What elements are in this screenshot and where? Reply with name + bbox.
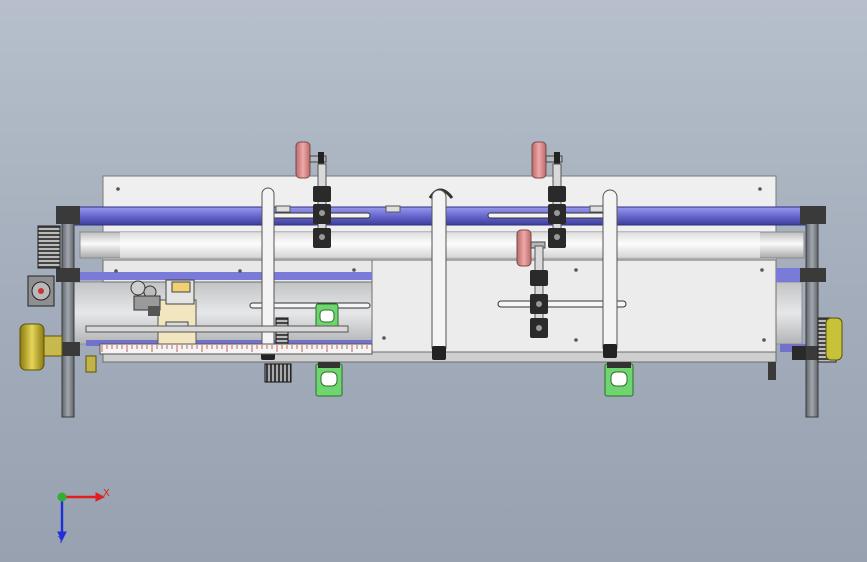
panel-tab-1 [385, 205, 401, 213]
green-block-right [604, 363, 634, 397]
pink-roller-left [295, 141, 327, 179]
triad-x-label: X [103, 488, 110, 499]
panel-tab-2 [275, 205, 291, 213]
triad-y-label: Y [57, 535, 65, 546]
clamp-block-left [313, 186, 331, 248]
green-block-left-cap [318, 362, 340, 368]
left-small-gears [27, 275, 55, 307]
purple-strip-bottom [86, 340, 372, 346]
right-bottom-screw [768, 362, 776, 380]
right-frame-bar-top [800, 206, 826, 224]
scale-tape [99, 343, 373, 355]
right-side-frame [805, 206, 819, 418]
left-frame-bar-top [56, 206, 80, 224]
panel-screws [114, 187, 766, 342]
guide-bars [261, 187, 618, 355]
coordinate-triad: X Y [57, 488, 110, 546]
panel-tab-3 [589, 205, 605, 213]
left-brass-wheel [19, 323, 63, 371]
left-bottom-screw [85, 355, 97, 373]
left-frame-bar-mid [56, 268, 80, 282]
green-block-right-cap [607, 362, 631, 368]
pink-roller-right [531, 141, 563, 179]
green-block-left [315, 363, 343, 397]
slide-rail [85, 325, 349, 333]
clamp-shaft-lower [534, 245, 544, 329]
tube-slot-left [249, 302, 371, 309]
green-block-top [315, 303, 339, 329]
clamp-block-lower [530, 270, 548, 338]
left-side-frame [61, 206, 75, 418]
purple-strip-left [72, 272, 372, 280]
right-gear-assembly [792, 317, 843, 363]
carriage-assembly [130, 279, 197, 345]
purple-strip-right [776, 268, 806, 282]
lower-gear [264, 363, 292, 383]
scale-ticks [101, 345, 373, 352]
right-frame-bar-mid [800, 268, 826, 282]
left-timing-pulley [37, 225, 61, 269]
clamp-block-right [548, 186, 566, 248]
